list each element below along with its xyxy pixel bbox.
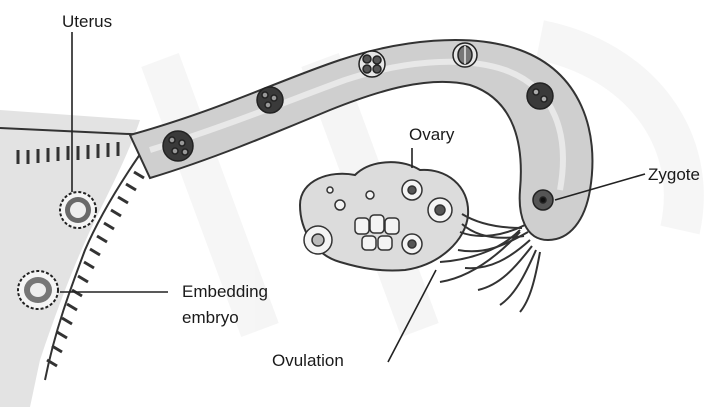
label-zygote: Zygote [648, 165, 700, 184]
label-ovary: Ovary [409, 125, 455, 144]
blastocyst-free [60, 192, 96, 228]
cleavage-4cell [359, 51, 385, 77]
morula-1 [163, 131, 193, 161]
ovary [300, 162, 468, 270]
label-ovulation: Ovulation [272, 351, 344, 370]
early-zygote [527, 83, 553, 109]
zygote-cell [533, 190, 553, 210]
label-embedding-line1: Embedding [182, 282, 268, 301]
embedding-embryo [18, 271, 58, 309]
label-embedding-line2: embryo [182, 308, 239, 327]
morula-2 [257, 87, 283, 113]
uterus-wall [0, 110, 152, 407]
label-uterus: Uterus [62, 12, 112, 31]
cleavage-2cell [453, 43, 477, 67]
